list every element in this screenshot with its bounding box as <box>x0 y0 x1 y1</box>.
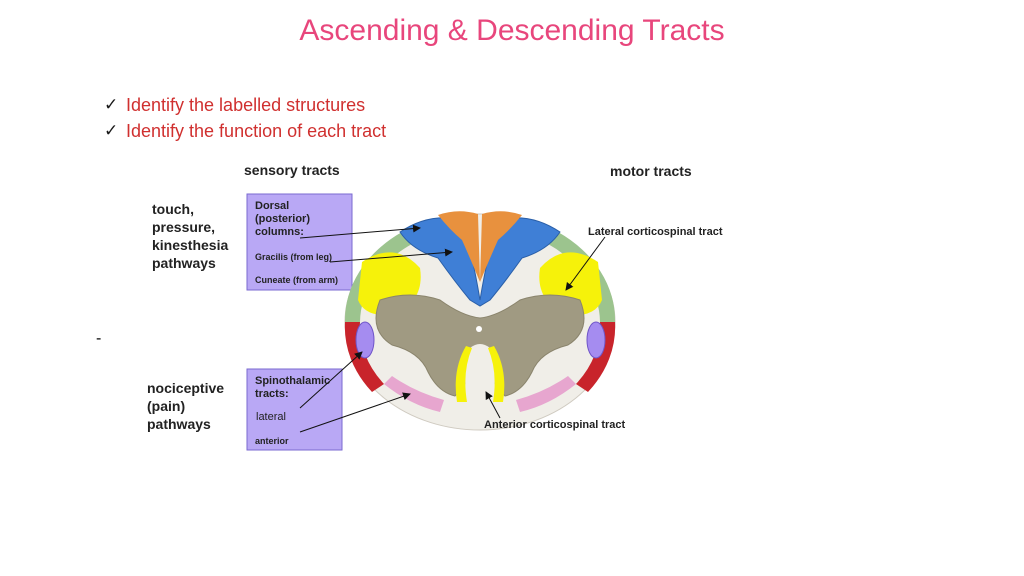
lateral-corticospinal-label: Lateral corticospinal tract <box>588 226 723 238</box>
svg-text:(pain): (pain) <box>147 398 185 414</box>
svg-text:pathways: pathways <box>147 416 211 432</box>
bullet-item: ✓ Identify the labelled structures <box>104 92 386 118</box>
bullet-text: Identify the labelled structures <box>126 95 366 115</box>
bullet-text: Identify the function of each tract <box>126 121 387 141</box>
svg-text:touch,: touch, <box>152 201 194 217</box>
svg-text:kinesthesia: kinesthesia <box>152 237 228 253</box>
cuneate-label: Cuneate (from arm) <box>255 275 338 285</box>
motor-tracts-header: motor tracts <box>610 163 692 179</box>
dorsal-columns-box: Dorsal (posterior) columns: Gracilis (fr… <box>246 193 353 291</box>
lateral-label: lateral <box>256 411 286 423</box>
gracilis-label: Gracilis (from leg) <box>255 252 332 262</box>
spinal-cord-cross-section <box>344 211 616 431</box>
svg-text:Spinothalamic: Spinothalamic <box>255 375 330 387</box>
bullet-item: ✓ Identify the function of each tract <box>104 118 386 144</box>
svg-text:(posterior): (posterior) <box>255 213 310 225</box>
pain-pathways-label: nociceptive (pain) pathways <box>147 380 224 432</box>
sensory-tracts-header: sensory tracts <box>244 162 340 178</box>
bullet-list: ✓ Identify the labelled structures ✓ Ide… <box>104 92 386 144</box>
anterior-corticospinal-label: Anterior corticospinal tract <box>484 419 626 431</box>
svg-text:Dorsal: Dorsal <box>255 200 289 212</box>
svg-text:columns:: columns: <box>255 226 304 238</box>
svg-text:tracts:: tracts: <box>255 388 289 400</box>
checkmark-icon: ✓ <box>104 95 119 114</box>
checkmark-icon: ✓ <box>104 121 119 140</box>
page-title: Ascending & Descending Tracts <box>299 14 725 47</box>
anterior-label: anterior <box>255 436 289 446</box>
stray-dash: - <box>96 330 102 347</box>
svg-text:pathways: pathways <box>152 255 216 271</box>
svg-text:pressure,: pressure, <box>152 219 215 235</box>
touch-pathways-label: touch, pressure, kinesthesia pathways <box>152 201 228 271</box>
label-arrows <box>299 224 606 433</box>
spinothalamic-box: Spinothalamic tracts: lateral anterior <box>246 368 343 451</box>
svg-text:nociceptive: nociceptive <box>147 380 224 396</box>
